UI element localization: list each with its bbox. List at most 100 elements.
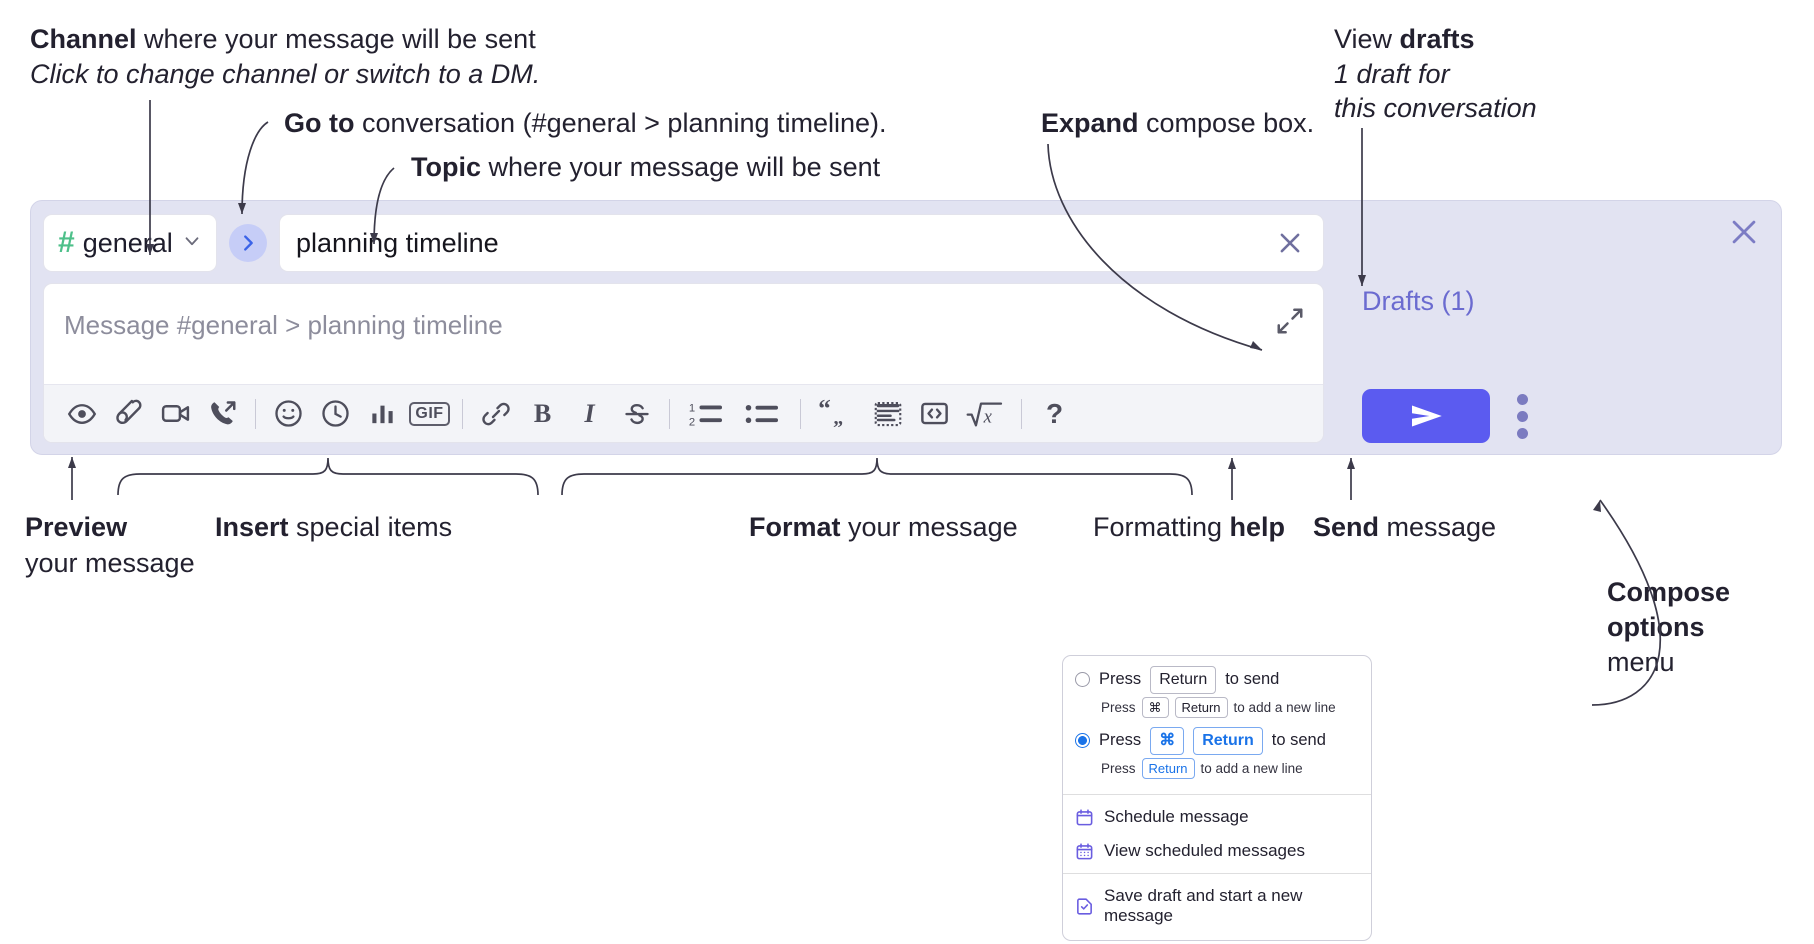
link-icon-button[interactable]	[472, 393, 519, 435]
send-button[interactable]	[1362, 389, 1490, 443]
option1-sub-rest: to add a new line	[1233, 699, 1336, 715]
chevron-down-icon	[181, 230, 203, 256]
menu-divider	[1063, 794, 1371, 796]
close-panel-button[interactable]	[1727, 215, 1761, 249]
svg-text:“: “	[819, 399, 831, 423]
preview-eye-icon	[67, 403, 96, 424]
annotation-topic-bold: Topic	[411, 152, 481, 182]
bulleted-list-icon-button[interactable]	[735, 393, 791, 435]
annotation-goto-rest: conversation (#general > planning timeli…	[354, 108, 887, 138]
emoji-icon-button[interactable]	[265, 393, 312, 435]
option2-key-return: Return	[1193, 727, 1263, 755]
close-icon	[1732, 220, 1756, 244]
vertical-dots-icon	[1516, 393, 1528, 405]
menu-item-label: View scheduled messages	[1104, 841, 1305, 861]
annotation-topic-rest: where your message will be sent	[481, 152, 881, 182]
compose-options-button[interactable]	[1509, 393, 1535, 439]
toolbar-separator	[1021, 398, 1022, 429]
math-sqrt-icon: x	[966, 401, 1003, 427]
clock-icon	[322, 400, 349, 427]
topic-field[interactable]: planning timeline	[279, 214, 1324, 272]
annotation-send: Send message	[1313, 510, 1496, 545]
close-icon	[1280, 233, 1300, 253]
annotation-insert-bold: Insert	[215, 512, 289, 542]
video-clip-icon	[161, 405, 190, 422]
annotation-drafts-lead: View	[1334, 24, 1400, 54]
italic-icon-button[interactable]: I	[566, 393, 613, 435]
bold-glyph: B	[533, 398, 552, 428]
menu-item-schedule-message[interactable]: Schedule message	[1063, 800, 1371, 834]
expand-icon	[1277, 308, 1303, 334]
send-option-cmd-return-sub: Press Return to add a new line	[1101, 757, 1359, 780]
poll-icon-button[interactable]	[359, 393, 406, 435]
annotation-channel-bold: Channel	[30, 24, 137, 54]
goto-conversation-button[interactable]	[229, 224, 267, 262]
topic-value: planning timeline	[296, 227, 499, 258]
menu-item-save-draft[interactable]: Save draft and start a new message	[1063, 879, 1371, 933]
code-block-icon	[874, 401, 901, 426]
audio-clip-icon	[210, 400, 235, 424]
compose-header-row: # general planning timeline	[43, 213, 1324, 273]
poll-bars-icon	[372, 405, 393, 424]
mention-time-icon-button[interactable]	[312, 393, 359, 435]
gif-icon-button[interactable]: GIF	[406, 393, 453, 435]
attachment-icon-button[interactable]	[105, 393, 152, 435]
audio-clip-icon-button[interactable]	[199, 393, 246, 435]
annotation-compose-options-bold1: Compose	[1607, 577, 1731, 607]
svg-text:„: „	[833, 407, 843, 429]
annotation-formatting-help-lead: Formatting	[1093, 512, 1230, 542]
bulleted-list-icon	[745, 404, 778, 423]
blockquote-icon-button[interactable]: “ „	[810, 393, 864, 435]
radio-selected-icon	[1075, 733, 1090, 749]
annotation-insert: Insert special items	[215, 510, 452, 545]
schedule-group: Schedule message View scheduled messages	[1063, 795, 1371, 873]
gif-label: GIF	[409, 401, 450, 426]
emoji-icon	[275, 400, 302, 427]
annotation-compose-options: Compose options menu	[1607, 575, 1730, 680]
code-block-icon-button[interactable]	[864, 393, 911, 435]
drafts-link[interactable]: Drafts (1)	[1362, 286, 1475, 316]
svg-text:x: x	[983, 406, 993, 427]
math-icon-button[interactable]: x	[958, 393, 1012, 435]
option1-key-return: Return	[1150, 666, 1217, 694]
send-paper-plane-icon	[1412, 405, 1442, 427]
option1-sub-press: Press	[1101, 699, 1136, 715]
annotation-insert-rest: special items	[288, 512, 453, 542]
link-icon	[481, 402, 510, 425]
annotation-send-bold: Send	[1313, 512, 1380, 542]
calendar-schedule-icon	[1075, 808, 1094, 827]
strikethrough-icon-button[interactable]	[613, 393, 660, 435]
option1-to-send: to send	[1225, 670, 1280, 689]
send-option-cmd-return[interactable]: Press ⌘ Return to send	[1075, 727, 1359, 755]
annotation-expand: Expand compose box.	[1041, 106, 1314, 141]
message-input-area[interactable]: Message #general > planning timeline	[43, 283, 1324, 443]
ordered-list-icon-button[interactable]: 1 2	[679, 393, 735, 435]
annotation-format-bold: Format	[749, 512, 841, 542]
attachment-icon	[115, 399, 141, 424]
video-clip-icon-button[interactable]	[152, 393, 199, 435]
bold-icon-button[interactable]: B	[519, 393, 566, 435]
save-draft-icon	[1075, 897, 1094, 916]
annotation-goto: Go to conversation (#general > planning …	[284, 106, 887, 141]
brace-insert	[117, 457, 539, 496]
channel-selector[interactable]: # general	[43, 214, 217, 272]
annotation-drafts-italic2: this conversation	[1334, 93, 1537, 124]
expand-compose-button[interactable]	[1275, 306, 1305, 336]
annotation-preview-bold: Preview	[25, 512, 128, 542]
option1-sub-key-cmd: ⌘	[1141, 696, 1169, 719]
toolbar-separator	[255, 398, 256, 429]
clear-topic-button[interactable]	[1273, 226, 1307, 260]
menu-item-view-scheduled-messages[interactable]: View scheduled messages	[1063, 834, 1371, 868]
toolbar-separator	[800, 398, 801, 429]
brace-format	[561, 457, 1193, 496]
annotation-compose-options-rest: menu	[1607, 647, 1675, 678]
inline-code-icon-button[interactable]	[911, 393, 958, 435]
formatting-help-button[interactable]: ?	[1031, 393, 1078, 435]
option1-sub-key-return: Return	[1174, 696, 1228, 719]
annotation-expand-bold: Expand	[1041, 108, 1139, 138]
ordered-list-icon: 1 2	[689, 402, 722, 428]
option2-press: Press	[1099, 731, 1142, 750]
send-option-return[interactable]: Press Return to send	[1075, 666, 1359, 694]
preview-icon-button[interactable]	[58, 393, 105, 435]
